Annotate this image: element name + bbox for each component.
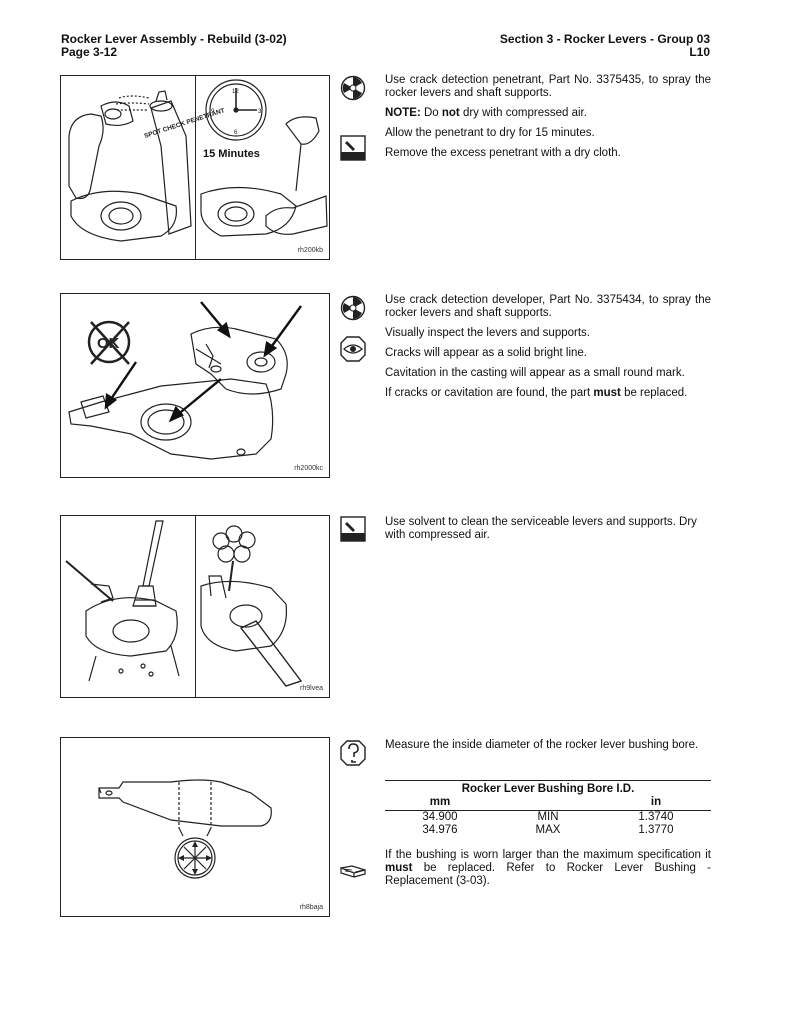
figure-code: rh8baja bbox=[299, 904, 323, 911]
replace-warning: If cracks or cavitation are found, the p… bbox=[385, 387, 711, 400]
wipe-icon bbox=[340, 516, 366, 542]
eye-icon bbox=[340, 336, 366, 362]
penetrant-illustration: SPOT CHECK PENETRANT 12 3 6 9 bbox=[68, 79, 328, 242]
cracks-description: Cracks will appear as a solid bright lin… bbox=[385, 347, 587, 359]
step-replace-bushing: If the bushing is worn larger than the m… bbox=[385, 849, 711, 895]
min-in: 1.3740 bbox=[638, 811, 674, 823]
step-measure: Measure the inside diameter of the rocke… bbox=[385, 739, 711, 759]
table-row: 34.900 MIN 1.3740 bbox=[385, 811, 711, 824]
figure-developer: OK rh2000kc bbox=[60, 293, 330, 478]
wipe-icon bbox=[340, 135, 366, 161]
figure-code: rh200kb bbox=[297, 247, 323, 254]
note-emphasis: not bbox=[441, 107, 460, 119]
max-mm: 34.976 bbox=[422, 824, 458, 836]
spray-icon bbox=[340, 295, 366, 321]
clock-number-9: 9 bbox=[211, 109, 215, 115]
inspect-instruction: Visually inspect the levers and supports… bbox=[385, 327, 590, 339]
figure-penetrant: SPOT CHECK PENETRANT 12 3 6 9 15 Minutes… bbox=[60, 75, 330, 260]
remove-instruction: Remove the excess penetrant with a dry c… bbox=[385, 147, 621, 159]
spray-icon bbox=[340, 75, 366, 101]
measure-instruction: Measure the inside diameter of the rocke… bbox=[385, 739, 699, 751]
book-icon bbox=[338, 858, 368, 884]
figure-code: rh2000kc bbox=[294, 465, 323, 472]
manual-title: Rocker Lever Assembly - Rebuild (3-02) bbox=[61, 32, 287, 46]
spec-table: Rocker Lever Bushing Bore I.D. mm in 34.… bbox=[385, 780, 711, 837]
clean-illustration bbox=[65, 520, 303, 687]
unit-mm: mm bbox=[429, 796, 451, 808]
clock-number-12: 12 bbox=[232, 89, 239, 95]
unit-in: in bbox=[650, 796, 662, 808]
dry-instruction: Allow the penetrant to dry for 15 minute… bbox=[385, 127, 595, 139]
figure-code: rh9lvea bbox=[300, 685, 323, 692]
replace-emphasis: must bbox=[593, 387, 621, 399]
section-title: Section 3 - Rocker Levers - Group 03 bbox=[499, 32, 710, 46]
cavitation-description: Cavitation in the casting will appear as… bbox=[385, 367, 685, 379]
header-right: Section 3 - Rocker Levers - Group 03 L10 bbox=[500, 33, 710, 59]
measure-illustration bbox=[98, 779, 272, 879]
ok-symbol: OK bbox=[97, 335, 120, 352]
replace-text-end: be replaced. bbox=[620, 387, 688, 399]
table-row: 34.976 MAX 1.3770 bbox=[385, 824, 711, 837]
header-left: Rocker Lever Assembly - Rebuild (3-02) P… bbox=[61, 33, 287, 59]
step-penetrant: Use crack detection penetrant, Part No. … bbox=[385, 74, 711, 167]
min-label: MIN bbox=[537, 811, 559, 823]
bushing-text-end: be replaced. Refer to Rocker Lever Bushi… bbox=[385, 862, 711, 887]
step-clean: Use solvent to clean the serviceable lev… bbox=[385, 516, 711, 549]
note-text-end: dry with compressed air. bbox=[459, 107, 587, 119]
max-label: MAX bbox=[535, 824, 561, 836]
step-developer: Use crack detection developer, Part No. … bbox=[385, 294, 711, 407]
page-number: Page 3-12 bbox=[61, 45, 118, 59]
clock-number-3: 3 bbox=[258, 109, 262, 115]
figure-clean: rh9lvea bbox=[60, 515, 330, 698]
clock-number-6: 6 bbox=[234, 130, 238, 136]
developer-illustration: OK bbox=[68, 301, 302, 460]
bushing-replace-instruction: If the bushing is worn larger than the m… bbox=[385, 849, 711, 888]
min-mm: 34.900 bbox=[422, 811, 458, 823]
figure-divider bbox=[195, 76, 196, 259]
dry-time-caption: 15 Minutes bbox=[203, 148, 260, 160]
engine-model: L10 bbox=[689, 45, 710, 59]
clean-instruction: Use solvent to clean the serviceable lev… bbox=[385, 516, 697, 541]
developer-instruction: Use crack detection developer, Part No. … bbox=[385, 294, 711, 319]
bushing-text: If the bushing is worn larger than the m… bbox=[385, 849, 711, 861]
spec-table-units: mm in bbox=[385, 796, 711, 811]
note: NOTE: Do not dry with compressed air. bbox=[385, 107, 711, 120]
figure-measure: rh8baja bbox=[60, 737, 330, 917]
figure-divider bbox=[195, 516, 196, 697]
spec-table-title: Rocker Lever Bushing Bore I.D. bbox=[385, 780, 711, 796]
note-text: Do bbox=[420, 107, 442, 119]
bushing-emphasis: must bbox=[385, 862, 413, 874]
measure-icon bbox=[340, 740, 366, 766]
max-in: 1.3770 bbox=[638, 824, 674, 836]
replace-text: If cracks or cavitation are found, the p… bbox=[385, 387, 594, 399]
note-label: NOTE: bbox=[385, 107, 421, 119]
penetrant-instruction: Use crack detection penetrant, Part No. … bbox=[385, 74, 711, 99]
